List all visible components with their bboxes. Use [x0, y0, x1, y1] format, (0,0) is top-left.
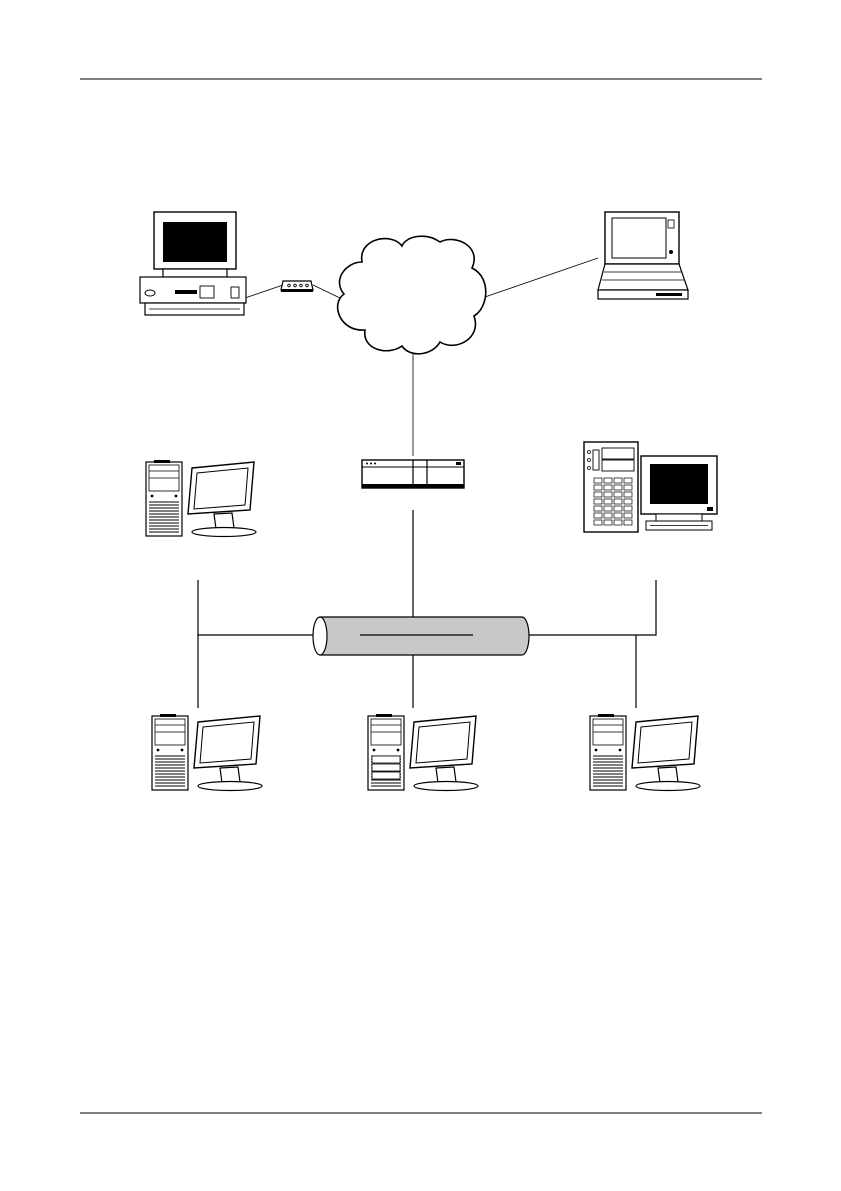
- tower-workstation-icon: [590, 714, 700, 791]
- tower-workstation-icon: [146, 460, 256, 537]
- cloud-icon: [338, 236, 486, 354]
- link-desktop-modem: [245, 285, 283, 298]
- laptop-icon: [598, 212, 688, 299]
- tower-workstation-icon: [368, 714, 478, 791]
- network-pipe-icon: [313, 617, 529, 655]
- desktop-pc-icon: [140, 212, 246, 315]
- server-workstation-icon: [584, 442, 717, 532]
- modem-icon: [281, 281, 313, 292]
- link-modem-cloud: [313, 285, 340, 298]
- rack-server-icon: [362, 460, 464, 488]
- link-cloud-laptop: [485, 258, 598, 297]
- tower-workstation-icon: [152, 714, 262, 791]
